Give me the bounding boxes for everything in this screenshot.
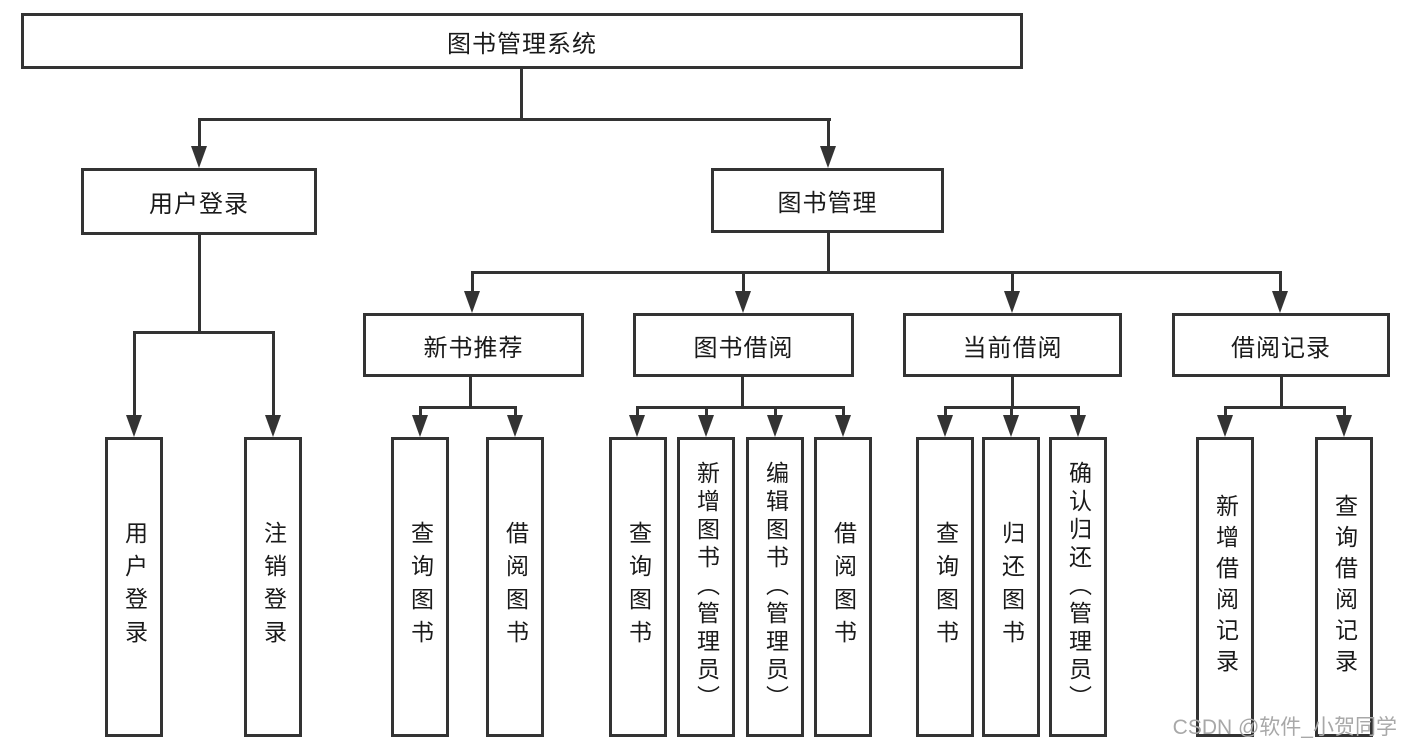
arrow-down-icon: [412, 415, 428, 437]
leaf-borrowing-query-books: 查询图书: [609, 437, 667, 737]
arrow-down-icon: [1217, 415, 1233, 437]
connector-book-mgmt-rail: [471, 271, 1282, 274]
connector-borrowing-rail: [636, 406, 844, 409]
connector-stem: [705, 406, 708, 418]
connector-current-stem: [1011, 377, 1014, 409]
leaf-label: 确认归还（管理员）: [1065, 461, 1092, 713]
connector-user-login-stem: [198, 235, 201, 334]
node-label: 当前借阅: [962, 334, 1063, 362]
leaf-borrowing-borrow-books: 借阅图书: [814, 437, 872, 737]
leaf-label: 借阅图书: [830, 521, 857, 653]
leaf-confirm-return-admin: 确认归还（管理员）: [1049, 437, 1107, 737]
node-label: 新书推荐: [423, 334, 524, 362]
connector-records-rail: [1224, 406, 1345, 409]
arrow-down-icon: [265, 415, 281, 437]
arrow-down-icon: [735, 291, 751, 313]
leaf-label: 注销登录: [260, 521, 287, 653]
leaf-label: 查询图书: [932, 521, 959, 653]
connector-root-stem: [520, 69, 523, 119]
connector-recommend-stem: [469, 377, 472, 409]
leaf-label: 查询图书: [625, 521, 652, 653]
connector-stem: [419, 406, 422, 418]
node-label: 图书管理: [777, 190, 878, 217]
leaf-add-books-admin: 新增图书（管理员）: [677, 437, 735, 737]
connector-stem: [1077, 406, 1080, 418]
node-borrowing-records: 借阅记录: [1172, 313, 1390, 377]
node-library-management-system: 图书管理系统: [21, 13, 1023, 69]
arrow-down-icon: [191, 146, 207, 168]
connector-stem: [636, 406, 639, 418]
connector-stem: [272, 331, 275, 418]
leaf-label: 用户登录: [121, 521, 148, 653]
node-book-management: 图书管理: [711, 168, 944, 233]
connector-stem: [1224, 406, 1227, 418]
node-label: 图书管理系统: [447, 30, 597, 58]
leaf-label: 编辑图书（管理员）: [762, 461, 789, 713]
connector-stem: [514, 406, 517, 418]
connector-stem: [774, 406, 777, 418]
leaf-label: 查询图书: [407, 521, 434, 653]
leaf-recommend-query-books: 查询图书: [391, 437, 449, 737]
leaf-return-books: 归还图书: [982, 437, 1040, 737]
connector-book-mgmt-stem: [827, 233, 830, 273]
leaf-current-query-books: 查询图书: [916, 437, 974, 737]
connector-recommend-rail: [419, 406, 517, 409]
connector-stem: [842, 406, 845, 418]
node-current-borrowing: 当前借阅: [903, 313, 1122, 377]
leaf-label: 新增借阅记录: [1212, 494, 1239, 680]
connector-stem: [1343, 406, 1346, 418]
leaf-logout: 注销登录: [244, 437, 302, 737]
arrow-down-icon: [126, 415, 142, 437]
connector-stem: [944, 406, 947, 418]
arrow-down-icon: [507, 415, 523, 437]
connector-stem: [742, 271, 745, 291]
connector-stem: [1010, 406, 1013, 418]
arrow-down-icon: [698, 415, 714, 437]
leaf-label: 新增图书（管理员）: [693, 461, 720, 713]
connector-stem: [198, 118, 201, 148]
node-book-borrowing: 图书借阅: [633, 313, 854, 377]
csdn-watermark: CSDN @软件_小贺同学: [1172, 716, 1397, 739]
arrow-down-icon: [1003, 415, 1019, 437]
connector-stem: [471, 271, 474, 291]
node-label: 图书借阅: [693, 334, 794, 362]
node-label: 借阅记录: [1231, 334, 1331, 362]
leaf-label: 查询借阅记录: [1331, 494, 1358, 680]
leaf-label: 归还图书: [998, 521, 1025, 653]
leaf-label: 借阅图书: [502, 521, 529, 653]
leaf-edit-books-admin: 编辑图书（管理员）: [746, 437, 804, 737]
connector-stem: [1279, 271, 1282, 291]
connector-records-stem: [1280, 377, 1283, 409]
connector-stem: [827, 118, 830, 148]
arrow-down-icon: [1070, 415, 1086, 437]
connector-borrowing-stem: [741, 377, 744, 409]
arrow-down-icon: [937, 415, 953, 437]
arrow-down-icon: [835, 415, 851, 437]
connector-stem: [133, 331, 136, 418]
connector-root-rail: [198, 118, 831, 121]
arrow-down-icon: [629, 415, 645, 437]
connector-stem: [1011, 271, 1014, 291]
leaf-add-borrow-record: 新增借阅记录: [1196, 437, 1254, 737]
connector-user-login-rail: [133, 331, 275, 334]
arrow-down-icon: [820, 146, 836, 168]
arrow-down-icon: [767, 415, 783, 437]
arrow-down-icon: [1336, 415, 1352, 437]
leaf-user-login: 用户登录: [105, 437, 163, 737]
leaf-query-borrow-record: 查询借阅记录: [1315, 437, 1373, 737]
node-new-book-recommend: 新书推荐: [363, 313, 584, 377]
arrow-down-icon: [464, 291, 480, 313]
node-label: 用户登录: [149, 191, 249, 218]
arrow-down-icon: [1272, 291, 1288, 313]
node-user-login: 用户登录: [81, 168, 317, 235]
leaf-recommend-borrow-books: 借阅图书: [486, 437, 544, 737]
arrow-down-icon: [1004, 291, 1020, 313]
